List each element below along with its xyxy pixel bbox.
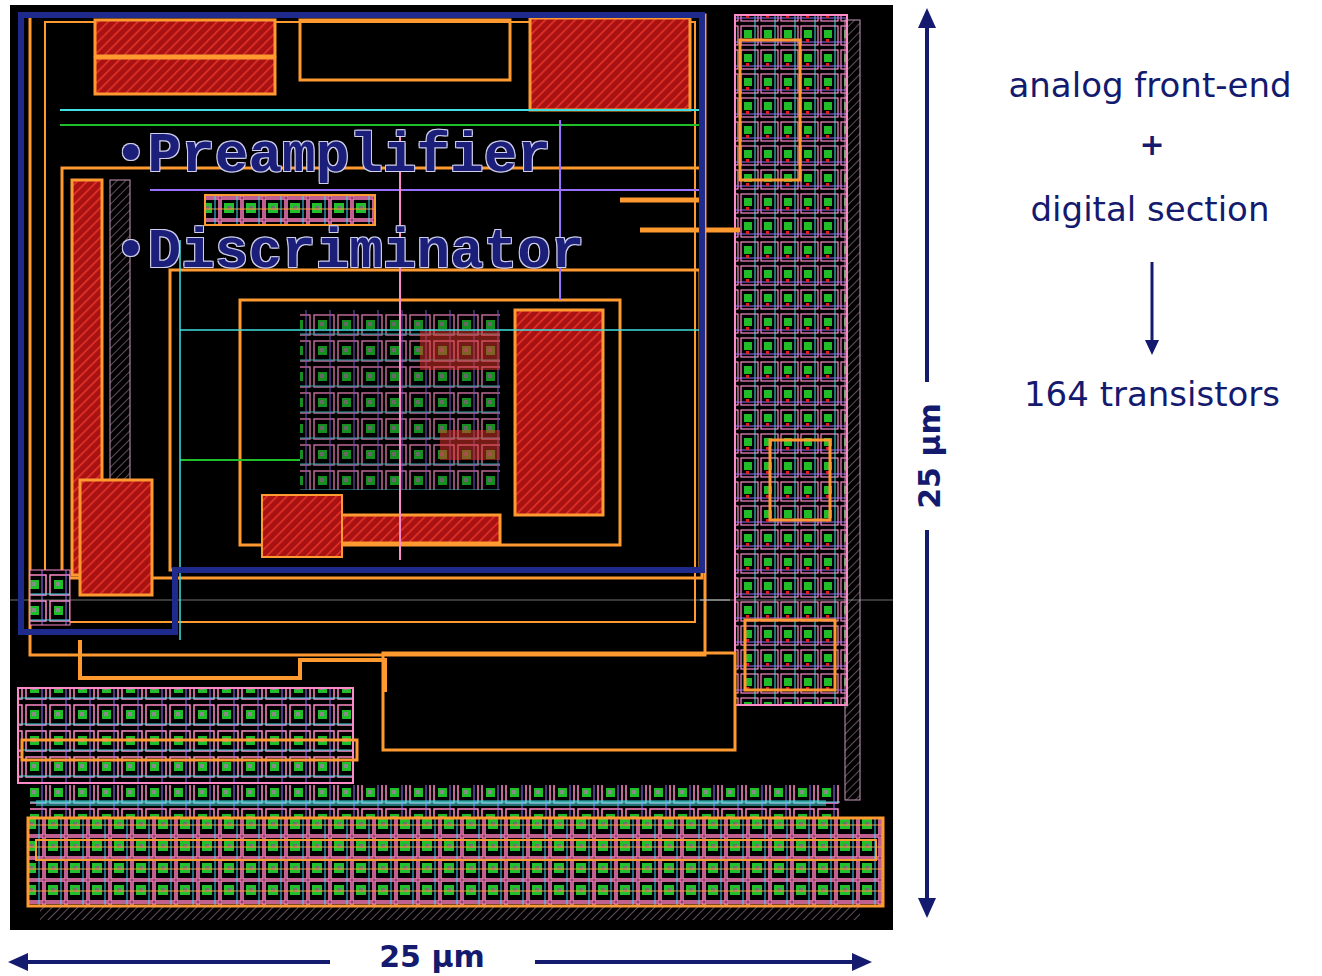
digital-section [18, 15, 883, 920]
flow-arrow [1145, 262, 1159, 355]
dimension-arrows [8, 8, 936, 971]
region-outline [18, 12, 705, 635]
annotation-text: digital section [1031, 191, 1270, 228]
dimension-label: 25 μm [913, 403, 946, 509]
analog-region: •Preamplifier •Discriminator [18, 12, 705, 635]
block-name: •Discriminator [114, 224, 584, 280]
dimension-label: 25 μm [379, 939, 485, 972]
block-name: •Preamplifier [114, 128, 551, 184]
die-ground [10, 5, 893, 930]
annotation-text: analog front-end [1008, 67, 1291, 104]
annotation-text: 164 transistors [1024, 376, 1280, 413]
analog-front-end [10, 15, 893, 750]
annotation-text: + [1139, 128, 1164, 161]
